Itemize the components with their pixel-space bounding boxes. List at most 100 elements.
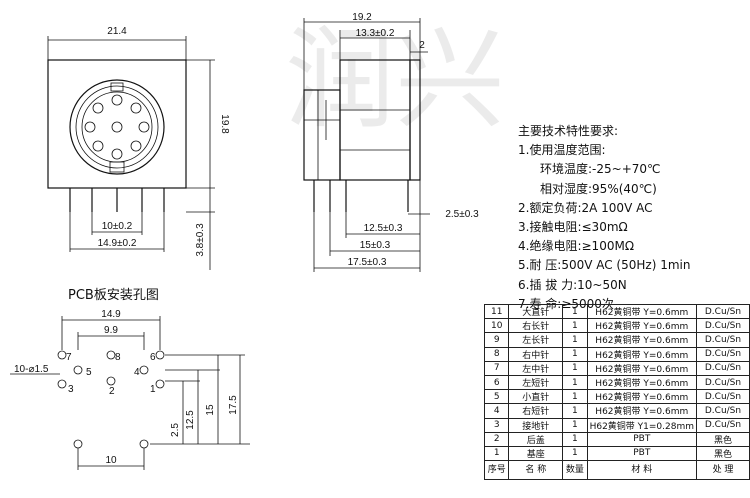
bom-cell: H62黄铜带 Y=0.6mm [586, 303, 698, 320]
bom-cell: 基座 [508, 445, 564, 462]
bom-cell: 1 [562, 332, 588, 348]
front-width-label: 21.4 [107, 26, 127, 37]
front-pin-length: 3.8±0.3 [195, 223, 206, 257]
bom-cell: 接地针 [508, 417, 564, 433]
spec-row: 环境温度:-25~+70℃ [540, 162, 661, 177]
bom-cell: 大直针 [508, 303, 564, 320]
watermark-left: 润兴 [285, 16, 505, 144]
bom-cell: 1 [562, 403, 588, 419]
bom-cell: 黑色 [696, 431, 750, 447]
bom-cell: D.Cu/Sn [696, 303, 750, 320]
pcb-17-5-label: 17.5 [228, 395, 239, 415]
pin-label-6: 6 [150, 352, 156, 363]
pin-label-8: 8 [115, 352, 121, 363]
bom-cell: D.Cu/Sn [696, 318, 750, 334]
bom-cell: 2 [483, 431, 510, 447]
side-15-label: 15±0.3 [360, 240, 391, 251]
pcb-15-label: 15 [205, 404, 216, 416]
side-2-5-label: 2.5±0.3 [445, 209, 479, 220]
bom-cell: H62黄铜带 Y=0.6mm [586, 389, 698, 405]
bom-cell: H62黄铜带 Y=0.6mm [586, 318, 698, 334]
pcb-2-5-label: 2.5 [170, 423, 181, 437]
front-pin-span-b: 14.9±0.2 [98, 238, 137, 249]
bom-header-row: 序号名 称数量材 料处 理 [483, 460, 750, 481]
side-2-label: 2 [419, 40, 425, 51]
spec-row: 相对湿度:95%(40℃) [540, 181, 657, 196]
side-12-5-label: 12.5±0.3 [364, 223, 403, 234]
bom-cell: 1 [562, 431, 588, 447]
bom-cell: 9 [483, 332, 510, 348]
bom-cell: 3 [483, 417, 510, 433]
front-height-label: 19.8 [219, 114, 230, 134]
bom-cell: 数量 [562, 460, 588, 481]
spec-row: 1.使用温度范围: [518, 143, 606, 158]
bom-cell: 1 [562, 303, 588, 320]
spec-title: 主要技术特性要求: [518, 124, 619, 138]
pin-label-3: 3 [68, 384, 74, 395]
bom-cell: 材 料 [586, 460, 698, 481]
bom-cell: D.Cu/Sn [696, 417, 750, 433]
bom-cell: 1 [562, 445, 588, 462]
bom-cell: 后盖 [508, 431, 564, 447]
bom-cell: 左短针 [508, 374, 564, 391]
bom-cell: 左中针 [508, 360, 564, 376]
bom-cell: 1 [562, 374, 588, 391]
bom-cell: 左长针 [508, 332, 564, 348]
bom-cell: H62黄铜带 Y=0.6mm [586, 374, 698, 391]
pin-label-2: 2 [109, 386, 115, 397]
bom-cell: PBT [586, 445, 698, 462]
bom-cell: 11 [483, 303, 510, 320]
spec-block: 主要技术特性要求: 1.使用温度范围: 环境温度:-25~+70℃ 相对湿度:9… [518, 122, 690, 314]
pin-label-4: 4 [134, 367, 140, 378]
pcb-9-9-label: 9.9 [104, 325, 118, 336]
pin-label-1: 1 [150, 384, 156, 395]
spec-row: 4.绝缘电阻:≥100MΩ [518, 239, 634, 254]
front-pin-span-a: 10±0.2 [102, 221, 133, 232]
bom-cell: 1 [483, 445, 510, 462]
bom-cell: D.Cu/Sn [696, 374, 750, 391]
pin-label-5: 5 [86, 367, 92, 378]
bom-cell: 5 [483, 389, 510, 405]
bom-cell: 名 称 [508, 460, 564, 481]
bom-cell: H62黄铜带 Y=0.6mm [586, 360, 698, 376]
pcb-10-label: 10 [105, 455, 117, 466]
bom-cell: D.Cu/Sn [696, 389, 750, 405]
pin-label-7: 7 [66, 352, 72, 363]
bom-cell: 1 [562, 318, 588, 334]
side-view: 19.2 13.3±0.2 2 2.5±0.3 12.5±0.3 15±0.3 [303, 12, 479, 272]
bom-cell: 右中针 [508, 346, 564, 362]
bom-cell: 黑色 [696, 445, 750, 462]
bom-cell: PBT [586, 431, 698, 447]
bom-cell: 4 [483, 403, 510, 419]
bom-cell: 1 [562, 417, 588, 433]
bom-cell: 10 [483, 318, 510, 334]
bom-cell: 右长针 [508, 318, 564, 334]
bom-cell: D.Cu/Sn [696, 403, 750, 419]
bom-cell: 序号 [483, 460, 510, 481]
bom-cell: 7 [483, 360, 510, 376]
bom-cell: 右短针 [508, 403, 564, 419]
side-13-label: 13.3±0.2 [356, 28, 395, 39]
bom-cell: H62黄铜带 Y=0.6mm [586, 346, 698, 362]
bom-cell: 1 [562, 360, 588, 376]
pcb-hole-layout: 14.9 9.9 10-⌀1.5 7 8 6 5 4 3 2 1 10 [10, 309, 250, 470]
spec-row: 3.接触电阻:≤30mΩ [518, 220, 628, 235]
pcb-12-5-label: 12.5 [185, 410, 196, 430]
bom-cell: H62黄铜带 Y=0.6mm [586, 332, 698, 348]
bom-cell: D.Cu/Sn [696, 346, 750, 362]
front-view: 21.4 19.8 10±0.2 14.9±0.2 3.8±0.3 [47, 26, 230, 270]
spec-row: 5.耐 压:500V AC (50Hz) 1min [518, 258, 691, 273]
